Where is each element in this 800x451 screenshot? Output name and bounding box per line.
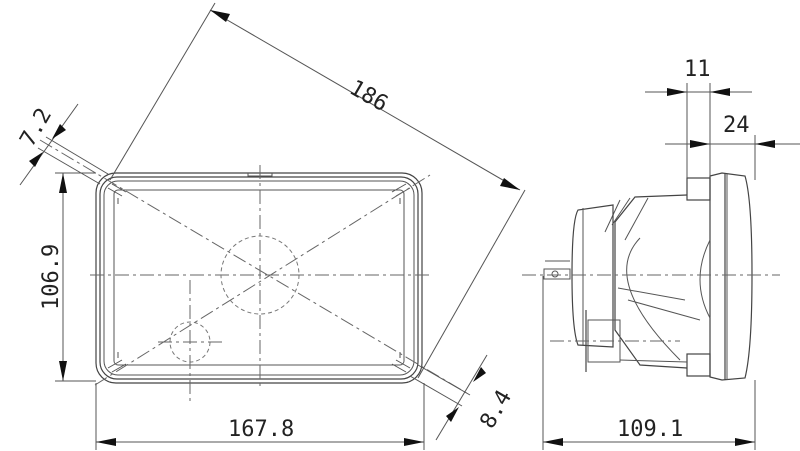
arrowhead-icon	[755, 140, 775, 148]
extension-line	[417, 189, 526, 379]
reflector-detail	[617, 287, 701, 321]
side-view	[522, 172, 780, 381]
arrowhead-icon	[690, 140, 710, 148]
extension-line	[37, 147, 101, 185]
corner-detail-bottom-right	[391, 352, 411, 373]
dimension-overall-depth: 109.1	[542, 276, 756, 450]
diagonal-centerline-a	[39, 139, 471, 396]
dimension-line	[209, 9, 521, 191]
dimension-label-corner-bottom-right: 8.4	[476, 386, 518, 433]
arrowhead-icon	[667, 88, 687, 96]
arrowhead-icon	[404, 438, 424, 446]
dimension-line	[19, 103, 79, 186]
arrowhead-icon	[735, 438, 755, 446]
dimension-height: 106.9	[39, 172, 96, 382]
arrowhead-icon	[210, 10, 230, 22]
flange-top	[686, 177, 711, 201]
connector-tab	[543, 268, 571, 280]
extension-line	[409, 375, 463, 407]
dimension-width: 167.8	[95, 383, 425, 450]
reflector-body	[614, 194, 688, 369]
arrowhead-icon	[710, 88, 730, 96]
adjuster-shaft	[619, 359, 688, 363]
housing-outer-outline	[95, 172, 423, 384]
housing-rim-outline	[99, 176, 419, 380]
corner-detail-top-left	[107, 183, 127, 204]
lens-curve	[699, 239, 711, 319]
dimension-label-height: 106.9	[39, 244, 64, 310]
flange-bottom	[686, 353, 711, 377]
housing-inner-rim	[103, 180, 415, 376]
lens-outline	[113, 189, 405, 366]
diagonal-centerline-b	[94, 174, 431, 386]
corner-detail-top-right	[391, 183, 411, 204]
main-bulb-circle	[220, 235, 300, 315]
extension-line	[417, 364, 471, 396]
extension-line	[109, 2, 216, 181]
front-view	[39, 139, 471, 402]
rear-cap	[571, 204, 614, 348]
arrowhead-icon	[59, 361, 67, 381]
dimension-label-overall-depth: 109.1	[617, 417, 683, 442]
corner-detail-bottom-left	[107, 352, 127, 373]
arrowhead-icon	[29, 152, 43, 167]
arrowhead-icon	[500, 178, 520, 190]
dimension-lens-depth: 24	[665, 113, 800, 180]
reflector-ribs	[604, 197, 649, 241]
lens-rim-outline	[709, 172, 753, 381]
dimension-line	[435, 354, 488, 441]
reflector-curve	[626, 237, 681, 361]
arrowhead-icon	[473, 367, 486, 382]
arrowhead-icon	[543, 438, 563, 446]
arrowhead-icon	[96, 438, 116, 446]
dimension-label-flange-thickness: 11	[684, 57, 711, 82]
extension-line	[45, 136, 109, 175]
arrowhead-icon	[59, 173, 67, 193]
dimension-flange-thickness: 11	[645, 57, 752, 178]
dimension-label-corner-top-left: 7.2	[16, 104, 58, 151]
dimension-label-width: 167.8	[228, 417, 294, 442]
connector-pin	[551, 270, 559, 278]
arrowhead-icon	[446, 407, 459, 422]
dimension-corner-bottom-right: 8.4	[409, 354, 518, 441]
arrowhead-icon	[52, 124, 66, 139]
dimension-label-lens-depth: 24	[723, 113, 750, 138]
dimension-label-diagonal: 186	[345, 76, 392, 118]
